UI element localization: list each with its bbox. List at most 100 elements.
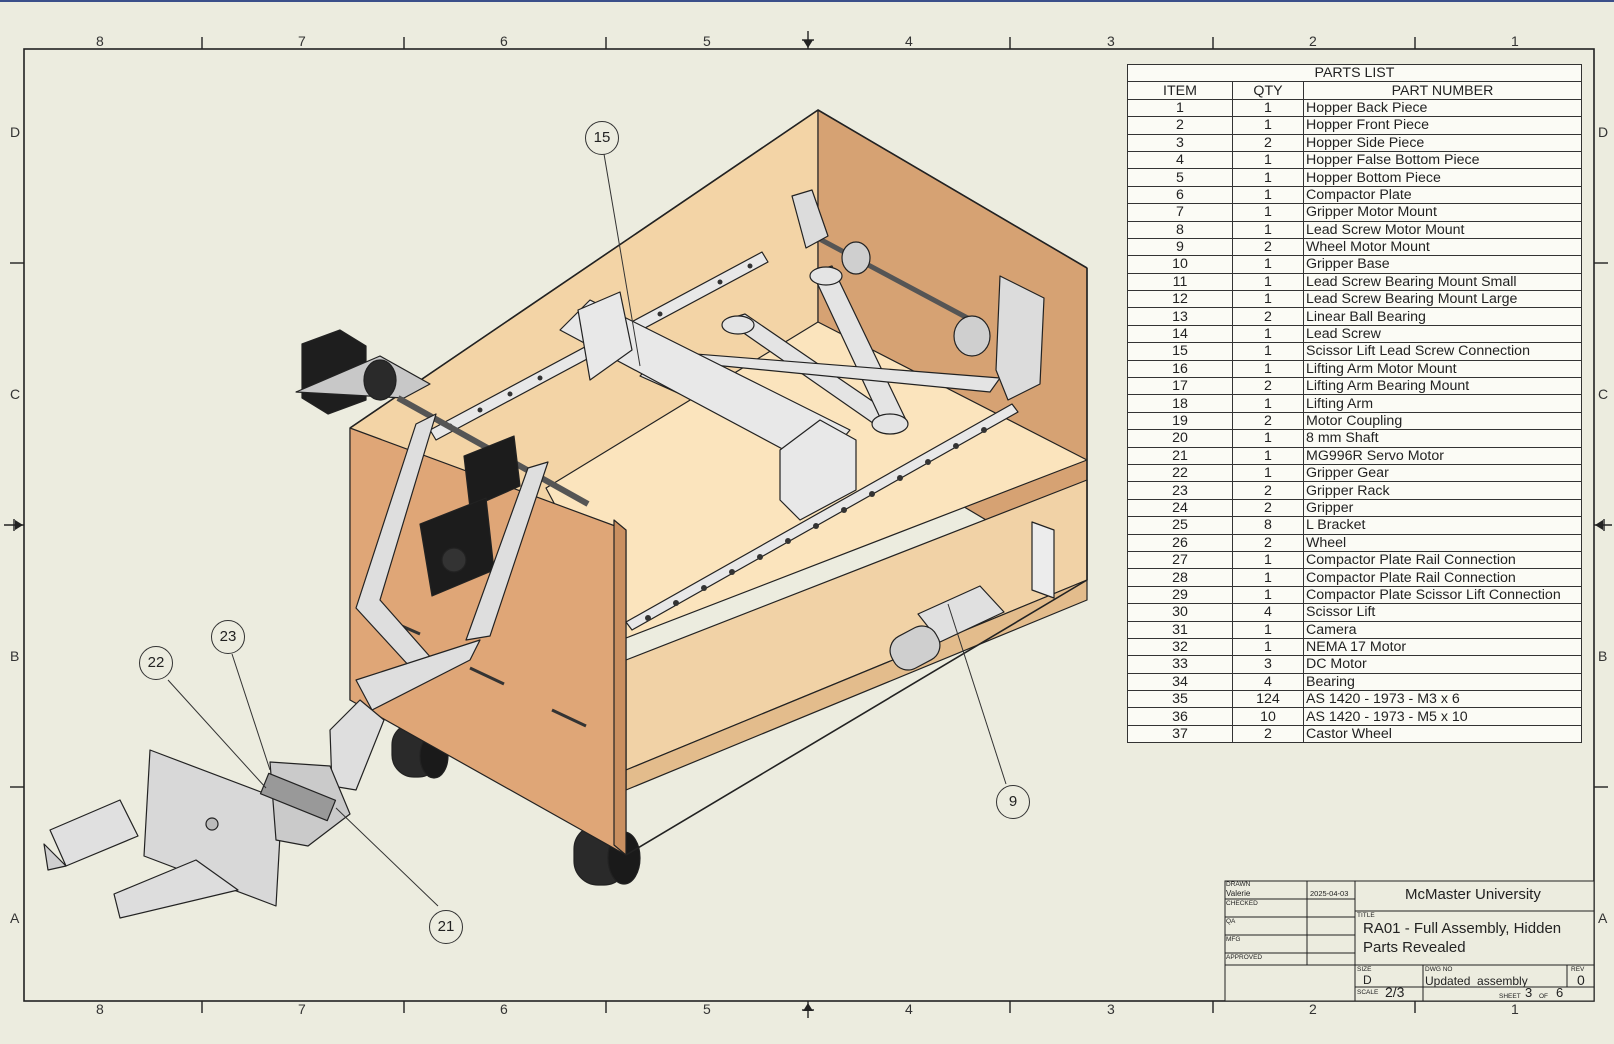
- item-number-cell: 28: [1127, 568, 1233, 587]
- qa-label: QA: [1226, 918, 1236, 925]
- item-number-cell: 10: [1127, 255, 1233, 274]
- zone-label-top: 4: [905, 33, 913, 49]
- item-number-cell: 4: [1127, 150, 1233, 170]
- column-header-qty: QTY: [1232, 81, 1304, 100]
- part-number-cell: NEMA 17 Motor: [1303, 637, 1582, 657]
- quantity-cell: 1: [1232, 203, 1304, 222]
- item-number-cell: 23: [1127, 481, 1233, 500]
- part-number-cell: Wheel Motor Mount: [1303, 237, 1582, 257]
- zone-label-left: B: [10, 648, 20, 664]
- part-number-cell: Hopper Bottom Piece: [1303, 168, 1582, 187]
- dwg-no-label: DWG NO: [1425, 966, 1453, 973]
- compactor-rail-front: [625, 403, 1019, 631]
- part-number-cell: Gripper Motor Mount: [1303, 203, 1582, 222]
- part-number-cell: Hopper False Bottom Piece: [1303, 150, 1582, 170]
- item-number-cell: 32: [1127, 637, 1233, 657]
- part-number-cell: Bearing: [1303, 672, 1582, 692]
- zone-label-left: A: [10, 910, 20, 926]
- quantity-cell: 2: [1232, 237, 1304, 257]
- drawn-label: DRAWN: [1226, 881, 1251, 888]
- quantity-cell: 1: [1232, 394, 1304, 413]
- quantity-cell: 1: [1232, 324, 1304, 344]
- quantity-cell: 2: [1232, 377, 1304, 396]
- quantity-cell: 1: [1232, 168, 1304, 187]
- assembly-view: [43, 109, 1088, 919]
- item-number-cell: 2: [1127, 116, 1233, 135]
- item-number-cell: 9: [1127, 237, 1233, 257]
- zone-label-top: 3: [1107, 33, 1115, 49]
- quantity-cell: 2: [1232, 133, 1304, 152]
- part-number-cell: Hopper Side Piece: [1303, 133, 1582, 152]
- quantity-cell: 1: [1232, 272, 1304, 292]
- part-number-cell: Lifting Arm Motor Mount: [1303, 359, 1582, 379]
- title-block: DRAWN Valerie 2025-04-03 CHECKED QA MFG …: [1225, 881, 1594, 1001]
- part-number-cell: 8 mm Shaft: [1303, 429, 1582, 448]
- zone-label-top: 5: [703, 33, 711, 49]
- revision: 0: [1577, 972, 1585, 988]
- zone-label-bottom: 4: [905, 1001, 913, 1017]
- quantity-cell: 1: [1232, 463, 1304, 483]
- quantity-cell: 1: [1232, 429, 1304, 448]
- quantity-cell: 1: [1232, 290, 1304, 309]
- nema17-motor: [295, 329, 431, 415]
- part-number-cell: Lead Screw: [1303, 324, 1582, 344]
- part-number-cell: Gripper Base: [1303, 255, 1582, 274]
- item-number-cell: 17: [1127, 377, 1233, 396]
- sheet-size: D: [1363, 973, 1372, 987]
- part-number-cell: Motor Coupling: [1303, 411, 1582, 431]
- part-number-cell: AS 1420 - 1973 - M3 x 6: [1303, 690, 1582, 709]
- item-number-cell: 24: [1127, 498, 1233, 518]
- zone-label-top: 8: [96, 33, 104, 49]
- company-name: McMaster University: [1405, 886, 1541, 903]
- quantity-cell: 2: [1232, 307, 1304, 326]
- item-number-cell: 20: [1127, 429, 1233, 448]
- mfg-label: MFG: [1226, 936, 1241, 943]
- zone-label-bottom: 1: [1511, 1001, 1519, 1017]
- quantity-cell: 1: [1232, 446, 1304, 465]
- quantity-cell: 10: [1232, 707, 1304, 726]
- sheet-number: 3: [1525, 985, 1533, 1000]
- sheet-total: 6: [1556, 985, 1564, 1000]
- gripper-assembly: [43, 749, 351, 919]
- quantity-cell: 3: [1232, 655, 1304, 674]
- item-balloon-9: 9: [996, 785, 1030, 819]
- wheel-motor: [889, 521, 1055, 671]
- lead-screw: [791, 189, 1045, 401]
- size-label: SIZE: [1357, 966, 1372, 973]
- item-number-cell: 37: [1127, 724, 1233, 744]
- quantity-cell: 1: [1232, 220, 1304, 239]
- column-header-item: ITEM: [1127, 81, 1233, 100]
- zone-label-bottom: 3: [1107, 1001, 1115, 1017]
- item-number-cell: 14: [1127, 324, 1233, 344]
- parts-list-title: PARTS LIST: [1127, 63, 1582, 83]
- part-number-cell: MG996R Servo Motor: [1303, 446, 1582, 465]
- zone-label-top: 7: [298, 33, 306, 49]
- title-label: TITLE: [1357, 912, 1375, 919]
- scale-label: SCALE: [1357, 989, 1379, 996]
- zone-label-left: C: [10, 386, 21, 402]
- item-number-cell: 6: [1127, 185, 1233, 205]
- part-number-cell: Scissor Lift Lead Screw Connection: [1303, 342, 1582, 361]
- zone-label-bottom: 8: [96, 1001, 104, 1017]
- part-number-cell: Lead Screw Bearing Mount Small: [1303, 272, 1582, 292]
- item-number-cell: 36: [1127, 707, 1233, 726]
- quantity-cell: 2: [1232, 724, 1304, 744]
